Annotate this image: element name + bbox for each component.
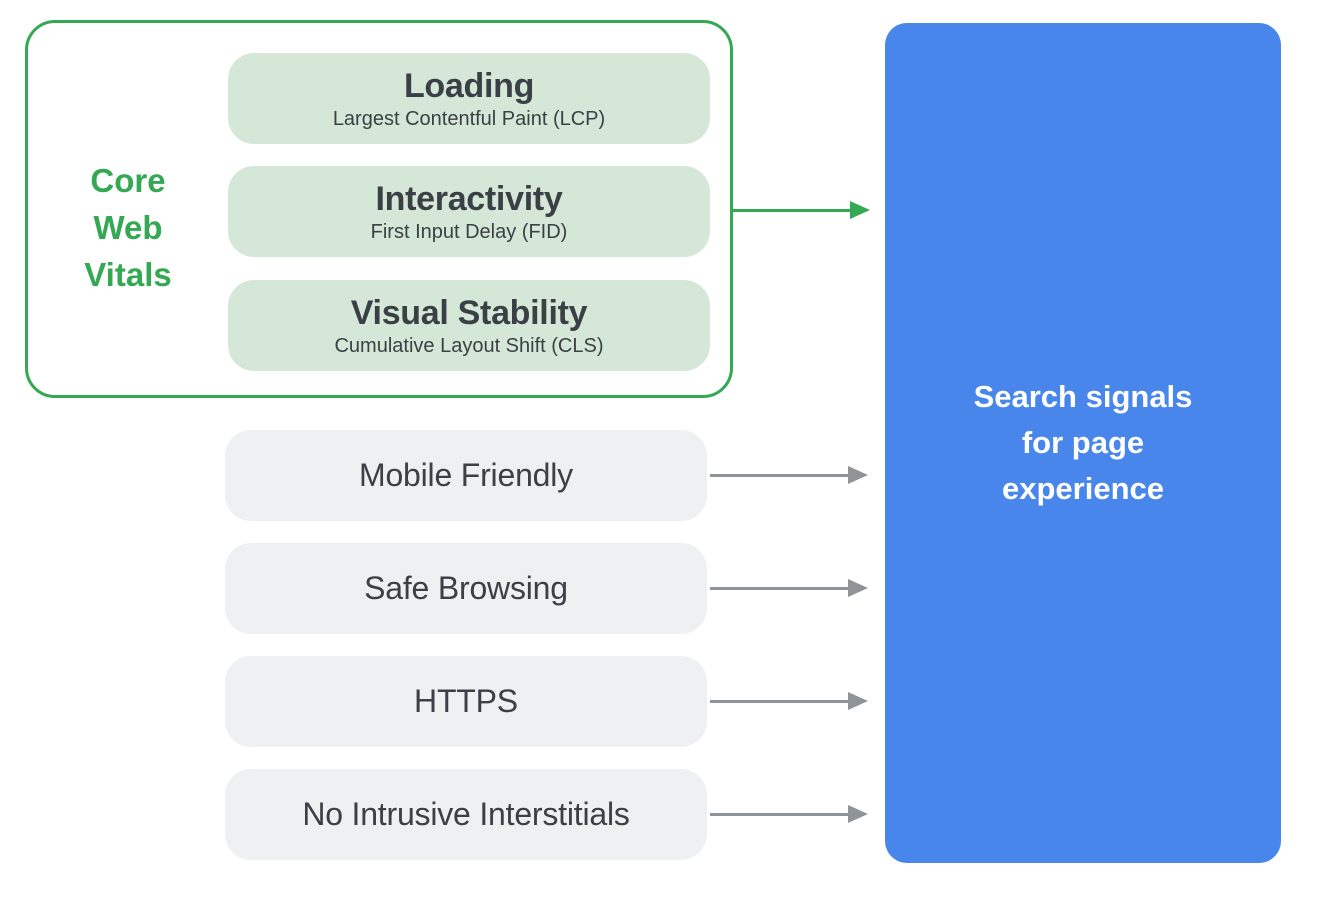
search-signals-box: Search signals for page experience — [885, 23, 1281, 863]
arrow-shaft — [710, 586, 848, 590]
arrow-shaft — [710, 473, 848, 477]
signal-label-https: HTTPS — [414, 683, 518, 719]
safe-browsing-arrow-icon — [710, 577, 868, 599]
arrow-head — [850, 201, 870, 219]
arrow-shaft — [710, 699, 848, 703]
arrow-shaft — [733, 208, 850, 212]
signal-label-safe-browsing: Safe Browsing — [364, 570, 568, 606]
vital-subtitle-cls: Cumulative Layout Shift (CLS) — [334, 334, 604, 357]
vital-title-interactivity: Interactivity — [375, 179, 563, 218]
signal-pill-https: HTTPS — [225, 656, 707, 747]
arrow-head — [848, 466, 868, 484]
signal-pill-no-intrusive-interstitials: No Intrusive Interstitials — [225, 769, 707, 860]
core-web-vitals-arrow-icon — [733, 199, 870, 221]
core-web-vitals-label: Core Web Vitals — [84, 162, 172, 293]
vital-pill-interactivity: Interactivity First Input Delay (FID) — [228, 166, 710, 257]
signal-pill-safe-browsing: Safe Browsing — [225, 543, 707, 634]
no-intrusive-interstitials-arrow-icon — [710, 803, 868, 825]
arrow-head — [848, 579, 868, 597]
search-signals-label: Search signals for page experience — [973, 379, 1193, 506]
arrow-shaft — [710, 812, 848, 816]
core-web-vitals-group: Core Web Vitals Loading Largest Contentf… — [25, 20, 733, 398]
vital-title-loading: Loading — [403, 66, 535, 105]
vital-subtitle-lcp: Largest Contentful Paint (LCP) — [332, 107, 606, 130]
mobile-friendly-arrow-icon — [710, 464, 868, 486]
vital-pill-loading: Loading Largest Contentful Paint (LCP) — [228, 53, 710, 144]
https-arrow-icon — [710, 690, 868, 712]
signal-label-no-intrusive-interstitials: No Intrusive Interstitials — [302, 796, 630, 832]
vital-subtitle-fid: First Input Delay (FID) — [370, 220, 568, 243]
arrow-head — [848, 692, 868, 710]
arrow-head — [848, 805, 868, 823]
signal-label-mobile-friendly: Mobile Friendly — [359, 457, 573, 493]
signal-pill-mobile-friendly: Mobile Friendly — [225, 430, 707, 521]
vital-pill-visual-stability: Visual Stability Cumulative Layout Shift… — [228, 280, 710, 371]
vital-title-visual-stability: Visual Stability — [350, 293, 588, 332]
